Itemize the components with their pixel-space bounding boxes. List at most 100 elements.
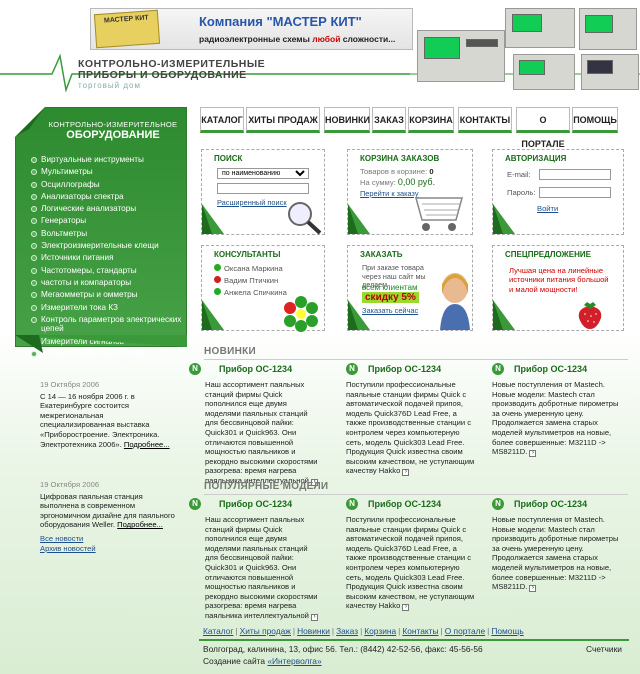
popular-title[interactable]: Прибор ОС-1234: [368, 499, 442, 509]
sidebar-item[interactable]: Осциллографы: [31, 179, 186, 191]
novelty-text: Новые поступления от Mastech. Новые моде…: [492, 380, 619, 457]
sidebar-item[interactable]: Электроизмерительные клещи: [31, 240, 186, 252]
sidebar-item[interactable]: Контроль кабельных линий: [31, 348, 186, 360]
sidebar-heading: ОБОРУДОВАНИЕ: [66, 129, 160, 141]
all-news-link[interactable]: Все новости: [40, 534, 84, 543]
tab-about[interactable]: О ПОРТАЛЕ: [516, 107, 570, 149]
novelty-icon: N: [492, 363, 504, 375]
tab-order[interactable]: ЗАКАЗ: [372, 107, 406, 133]
sidebar-item[interactable]: Логические анализаторы: [31, 203, 186, 215]
bullet-icon: [31, 243, 37, 250]
tab-catalog[interactable]: КАТАЛОГ: [200, 107, 244, 133]
banner-company: Компания "МАСТЕР КИТ": [199, 14, 362, 29]
checkout-link[interactable]: Перейти к заказу: [360, 189, 419, 198]
sidebar-item[interactable]: Мультиметры: [31, 166, 186, 178]
footer-link-help[interactable]: Помощь: [491, 626, 524, 636]
footer-link-novelties[interactable]: Новинки: [297, 626, 330, 636]
novelties-heading: НОВИНКИ: [204, 346, 257, 357]
order-text: При заказе товара через наш сайт мы дела…: [362, 263, 426, 290]
news-more-link[interactable]: Подробнее...: [117, 520, 163, 530]
operator-avatar: [440, 273, 470, 330]
sidebar-item[interactable]: Частотомеры, стандарты: [31, 265, 186, 277]
strawberry-icon: [578, 302, 602, 329]
popular-title[interactable]: Прибор ОС-1234: [514, 499, 588, 509]
search-type-select[interactable]: по наименованию: [217, 168, 309, 179]
consultant-item[interactable]: Оксана Маркина: [214, 264, 287, 276]
login-link[interactable]: Войти: [537, 204, 559, 213]
sidebar-item[interactable]: Источники питания: [31, 252, 186, 264]
sidebar-item-label: Электроизмерительные клещи: [41, 241, 159, 251]
novelty-title[interactable]: Прибор ОС-1234: [219, 364, 293, 374]
popular-title[interactable]: Прибор ОС-1234: [219, 499, 293, 509]
sidebar-item[interactable]: Виртуальные инструменты: [31, 154, 186, 166]
footer-link-catalog[interactable]: Каталог: [203, 626, 234, 636]
tab-novelties[interactable]: НОВИНКИ: [324, 107, 370, 133]
sidebar-item-label: Измерители тока КЗ: [41, 302, 118, 312]
sidebar-item[interactable]: Измерители тока КЗ: [31, 302, 186, 314]
sidebar-bottom-fold: [15, 335, 187, 353]
special-text[interactable]: Лучшая цена на линейные источники питани…: [509, 266, 609, 294]
tab-contacts[interactable]: КОНТАКТЫ: [458, 107, 512, 133]
tab-cart[interactable]: КОРЗИНА: [408, 107, 454, 133]
novelty-icon: N: [346, 363, 358, 375]
sidebar-item[interactable]: Анализаторы спектра: [31, 191, 186, 203]
left-news-item: 19 Октября 2006 Цифровая паяльная станци…: [40, 480, 180, 530]
novelty-title[interactable]: Прибор ОС-1234: [514, 364, 588, 374]
search-box: ПОИСК по наименованию Расширенный поиск: [201, 149, 325, 235]
cart-items: Товаров в корзине: 0: [360, 167, 434, 176]
news-more-link[interactable]: Подробнее...: [123, 439, 170, 449]
footer-link-order[interactable]: Заказ: [336, 626, 359, 636]
status-icon: [214, 264, 221, 271]
tab-help[interactable]: ПОМОЩЬ: [572, 107, 618, 133]
sidebar-item-label: Мультиметры: [41, 167, 93, 177]
more-arrow-icon[interactable]: ›: [529, 585, 537, 593]
footer-link-cart[interactable]: Корзина: [364, 626, 397, 636]
search-title: ПОИСК: [214, 154, 243, 163]
sidebar-corner-fold: [15, 107, 45, 137]
order-now-link[interactable]: Заказать сейчас: [362, 306, 419, 315]
order-box: ЗАКАЗАТЬ При заказе товара через наш сай…: [347, 245, 473, 331]
banner-tagline: радиоэлектронные схемы любой сложности..…: [199, 34, 396, 44]
password-field[interactable]: [539, 187, 611, 198]
popular-heading: ПОПУЛЯРНЫЕ МОДЕЛИ: [204, 481, 329, 492]
more-arrow-icon[interactable]: ›: [529, 450, 537, 458]
consultants-title: КОНСУЛЬТАНТЫ: [214, 250, 281, 259]
banner-chip: МАСТЕР КИТ: [93, 9, 161, 49]
footer-link-contacts[interactable]: Контакты: [402, 626, 439, 636]
bullet-icon: [31, 304, 37, 311]
consultant-list: Оксана Маркина Вадим Птичкин Анжела Спич…: [214, 264, 287, 300]
search-input[interactable]: [217, 183, 309, 194]
site-subtitle: торговый дом: [78, 81, 141, 90]
sidebar-item[interactable]: Генераторы: [31, 215, 186, 227]
sidebar-item-label: Вольтметры: [41, 228, 88, 238]
novelty-title[interactable]: Прибор ОС-1234: [368, 364, 442, 374]
sidebar-item[interactable]: Вольтметры: [31, 228, 186, 240]
sidebar-item[interactable]: Контроль параметров электрических цепей: [31, 314, 186, 336]
tab-hits[interactable]: ХИТЫ ПРОДАЖ: [246, 107, 320, 133]
news-text: Цифровая паяльная станция выполнена в со…: [40, 491, 175, 530]
sidebar-item[interactable]: Мегаомметры и омметры: [31, 289, 186, 301]
popular-divider: [204, 494, 628, 495]
email-field[interactable]: [539, 169, 611, 180]
more-arrow-icon[interactable]: ›: [311, 478, 319, 486]
popular-icon: N: [346, 498, 358, 510]
footer-link-about[interactable]: О портале: [444, 626, 486, 636]
banner[interactable]: МАСТЕР КИТ Компания "МАСТЕР КИТ" радиоэл…: [90, 8, 413, 50]
news-archive-link[interactable]: Архив новостей: [40, 543, 96, 553]
more-arrow-icon[interactable]: ›: [402, 469, 410, 477]
footer-link-hits[interactable]: Хиты продаж: [239, 626, 291, 636]
novelty-icon: N: [189, 363, 201, 375]
consultant-item[interactable]: Анжела Спичкина: [214, 288, 287, 300]
consultant-item[interactable]: Вадим Птичкин: [214, 276, 287, 288]
advanced-search-link[interactable]: Расширенный поиск: [217, 198, 287, 207]
developer-link[interactable]: «Интерволга»: [267, 656, 322, 666]
shopping-cart-icon: [415, 197, 463, 231]
more-arrow-icon[interactable]: ›: [402, 604, 410, 612]
search-icon: [288, 202, 322, 235]
corner-leaf-icon: [202, 204, 224, 234]
novelties-divider: [204, 359, 628, 360]
more-arrow-icon[interactable]: ›: [311, 613, 319, 621]
sidebar-item[interactable]: частоты и компараторы: [31, 277, 186, 289]
